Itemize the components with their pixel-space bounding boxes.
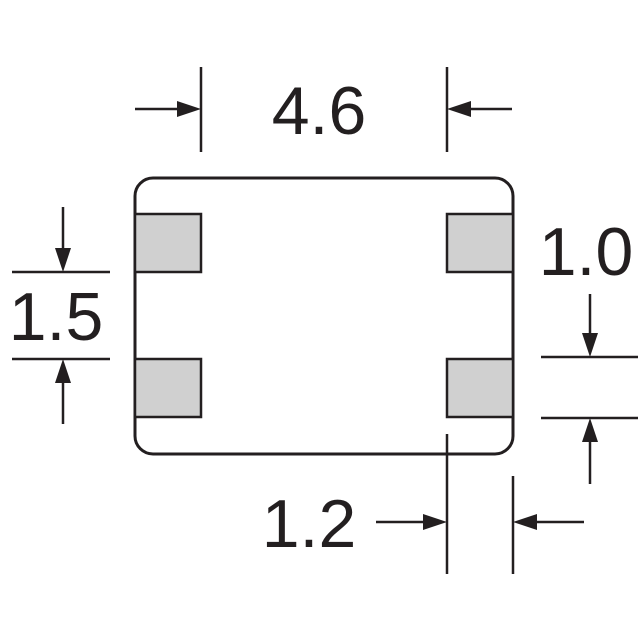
pad-width-label: 1.2: [262, 486, 357, 562]
width-label: 4.6: [272, 73, 367, 149]
package-body: [133, 176, 515, 456]
pad-height-arrow-top: [582, 333, 598, 357]
pad-height-label: 1.0: [539, 214, 634, 290]
pad-width-arrow-left: [423, 514, 447, 530]
pad-bottom-right: [445, 357, 515, 419]
pad-height-arrow-bottom: [582, 418, 598, 442]
pad-pitch-label: 1.5: [9, 279, 104, 355]
width-dimension: 4.6: [135, 67, 512, 152]
pad-top-right: [445, 212, 515, 274]
pad-width-arrow-right: [513, 514, 537, 530]
pad-bottom-left: [133, 357, 203, 419]
pad-top-left: [133, 212, 203, 274]
pad-height-dimension: 1.0: [539, 214, 638, 484]
width-arrow-right: [447, 101, 471, 117]
pad-width-dimension: 1.2: [262, 434, 584, 574]
pitch-arrow-bottom: [55, 359, 71, 383]
pitch-arrow-top: [55, 248, 71, 272]
width-arrow-left: [177, 101, 201, 117]
pad-pitch-dimension: 1.5: [9, 207, 110, 424]
